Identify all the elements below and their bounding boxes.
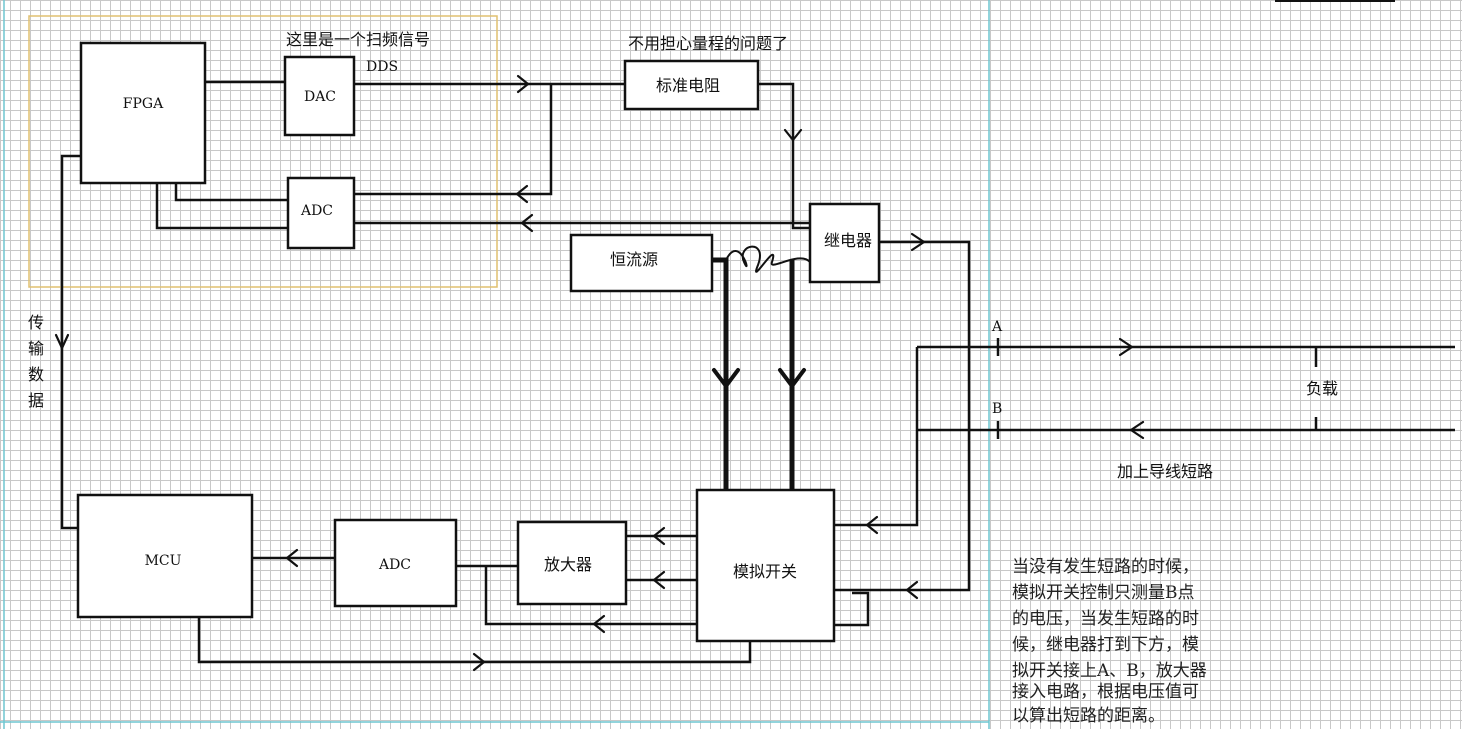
fpga-block: FPGA bbox=[79, 41, 207, 185]
amplifier-block: 放大器 bbox=[516, 520, 628, 606]
fpga-label: FPGA bbox=[123, 96, 164, 112]
explanation-line: 的电压，当发生短路的时 bbox=[1012, 609, 1199, 629]
const-current-block: 恒流源 bbox=[569, 233, 714, 293]
std-resistor-label: 标准电阻 bbox=[656, 76, 720, 95]
transfer-data-char: 数 bbox=[28, 365, 44, 384]
fpga-region-outline bbox=[28, 15, 498, 288]
adc-bottom-block: ADC bbox=[333, 518, 458, 608]
arrowheads bbox=[54, 74, 1145, 672]
analog-switch-block: 模拟开关 bbox=[695, 488, 836, 643]
dds-label: DDS bbox=[366, 59, 398, 75]
load-label: 负载 bbox=[1306, 379, 1338, 398]
amplifier-label: 放大器 bbox=[544, 555, 592, 574]
std-resistor-block: 标准电阻 bbox=[623, 59, 760, 111]
explanation-line: 当没有发生短路的时候， bbox=[1012, 557, 1199, 577]
transfer-data-char: 输 bbox=[28, 339, 44, 358]
explanation-line: 拟开关接上A、B，放大器 bbox=[1012, 661, 1207, 681]
dac-block: DAC bbox=[283, 55, 356, 137]
relay-block: 继电器 bbox=[808, 202, 881, 284]
relay-label: 继电器 bbox=[824, 231, 872, 250]
transfer-data-char: 传 bbox=[28, 313, 44, 332]
explanation-line: 以算出短路的距离。 bbox=[1012, 706, 1165, 726]
point-b-label: B bbox=[992, 401, 1002, 417]
transfer-data-char: 据 bbox=[28, 391, 44, 410]
mcu-block: MCU bbox=[76, 493, 254, 619]
dac-label: DAC bbox=[304, 89, 336, 105]
point-a-label: A bbox=[991, 319, 1003, 335]
transfer-data-label: 传 输 数 据 bbox=[28, 313, 44, 410]
short-note: 加上导线短路 bbox=[1117, 462, 1213, 481]
explanation-note: 当没有发生短路的时候， 模拟开关控制只测量B点 的电压，当发生短路的时 候，继电… bbox=[1012, 557, 1207, 726]
const-current-label: 恒流源 bbox=[610, 250, 658, 269]
adc-top-label: ADC bbox=[300, 203, 333, 219]
analog-switch-label: 模拟开关 bbox=[733, 562, 797, 581]
range-note: 不用担心量程的问题了 bbox=[628, 34, 788, 53]
adc-top-block: ADC bbox=[286, 176, 356, 250]
explanation-line: 候，继电器打到下方，模 bbox=[1012, 635, 1199, 655]
mcu-label: MCU bbox=[145, 553, 182, 569]
adc-bottom-label: ADC bbox=[378, 557, 411, 573]
sweep-note: 这里是一个扫频信号 bbox=[286, 30, 430, 49]
explanation-line: 模拟开关控制只测量B点 bbox=[1012, 583, 1195, 603]
explanation-line: 接入电路，根据电压值可 bbox=[1012, 682, 1199, 702]
